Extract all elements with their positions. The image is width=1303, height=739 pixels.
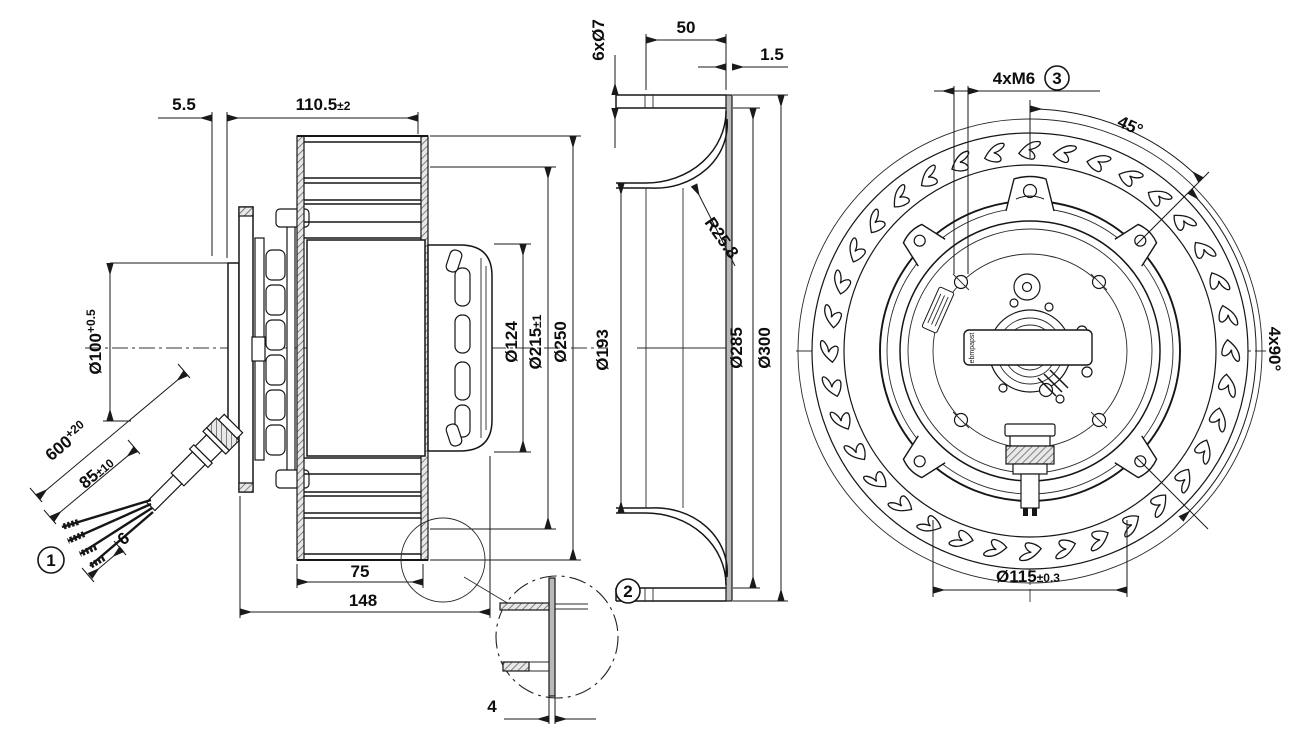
dim-inlet-dia: Ø193 [593,329,612,371]
detail-dimensions: 4 [487,696,596,724]
dim-cable-length: 600+20 [40,417,91,465]
vent-slot [445,423,463,447]
dim-bolt-circle: Ø115±0.3 [996,567,1060,586]
flange-band-top [615,94,726,109]
dim-cap-dia: Ø124 [502,321,521,363]
m6-holes [952,273,1108,429]
dim-ring-dia: Ø285 [727,327,746,369]
front-cable-gland [1004,423,1056,516]
dim-bell-radius: R25.8 [701,214,743,262]
dim-spigot-dia: Ø100+0.5 [84,309,105,375]
rating-label [921,286,955,334]
lead-wires [61,498,154,569]
vent-slot [454,361,471,401]
dim-outer-dia: Ø300 [755,327,774,369]
dim-detail-plate-thickness: 4 [487,697,497,716]
dim-mount-thread: 4xM6 [993,69,1036,88]
nameplate: ebmpapst [963,329,1093,366]
section-view: 6xØ7 50 1.5 R25.8 Ø193 Ø285 Ø300 [589,18,788,602]
detail-indicator-circle [400,517,486,603]
callout-2: 2 [615,578,641,604]
callout-3: 3 [1044,65,1070,91]
bearing-cover-feature [1013,273,1041,301]
dim-impeller-depth: 75 [351,562,370,581]
detail-view: 4 2 [400,517,641,724]
dim-blade-ring-dia: Ø215±1 [526,314,545,369]
detail-circle [495,575,619,699]
screw-heads [998,298,1093,404]
motor-side [306,239,493,457]
dim-bell-depth: 50 [677,18,696,37]
vent-slot [454,314,471,354]
svg-text:3: 3 [1052,69,1061,88]
svg-text:2: 2 [623,582,632,601]
dim-impeller-dia: Ø250 [551,321,570,363]
top-bracket [1005,175,1055,212]
dim-flange-offset: 5.5 [172,95,196,114]
side-view-dimensions: 5.5 110.5±2 Ø100+0.5 600+20 85±10 6 Ø124 [29,95,581,618]
brand-label: ebmpapst [969,333,976,364]
front-view: ebmpapst 4xM6 3 [796,65,1284,602]
side-view: 5.5 110.5±2 Ø100+0.5 600+20 85±10 6 Ø124 [29,95,608,618]
motor-mount-flange [227,206,310,493]
front-view-dimensions: 4xM6 3 45° 4x90° Ø115±0.3 [932,65,1284,597]
dim-tab-spacing: 4x90° [1265,327,1284,372]
dim-impeller-width: 110.5±2 [296,95,351,114]
terminal-clip [251,336,266,362]
svg-text:1: 1 [46,551,55,570]
vent-slot [445,249,463,273]
dim-plate-thickness: 1.5 [760,45,784,64]
inlet-bell [616,110,728,586]
callout-1: 1 [37,546,65,574]
detail-geometry [499,577,588,697]
vent-slot [454,267,471,307]
dim-wire-length: 85±10 [75,453,117,493]
dim-flange-holes: 6xØ7 [589,19,608,61]
dim-total-depth: 148 [349,591,377,610]
